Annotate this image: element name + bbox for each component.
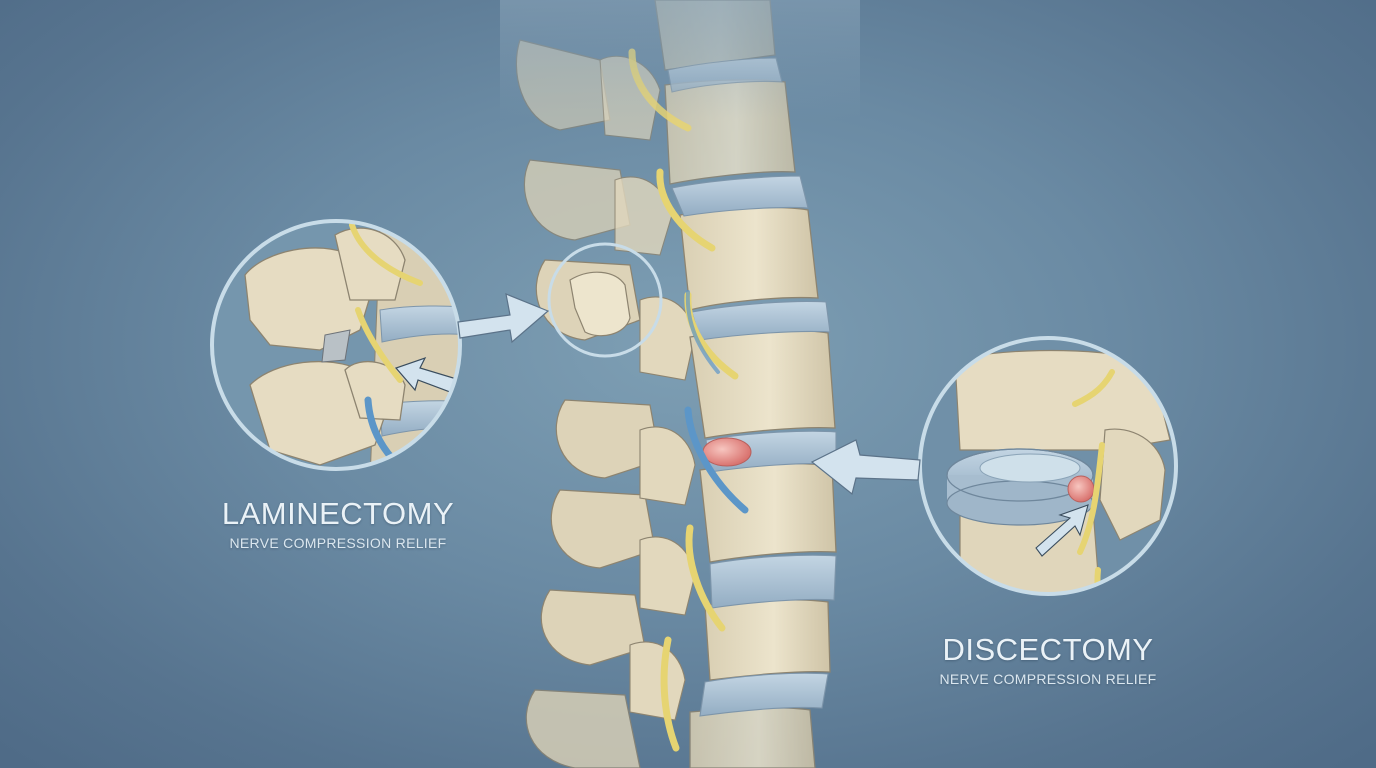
discectomy-subtitle: NERVE COMPRESSION RELIEF bbox=[939, 671, 1157, 687]
laminectomy-title: LAMINECTOMY bbox=[221, 496, 455, 531]
lamina-highlight bbox=[547, 242, 663, 358]
arrow-to-lamina bbox=[457, 293, 550, 344]
discectomy-caption: DISCECTOMY NERVE COMPRESSION RELIEF bbox=[918, 632, 1178, 688]
blood-vessel bbox=[684, 406, 749, 514]
laminectomy-caption: LAMINECTOMY NERVE COMPRESSION RELIEF bbox=[208, 496, 468, 552]
discectomy-title: DISCECTOMY bbox=[942, 632, 1154, 667]
laminectomy-inset bbox=[210, 219, 462, 471]
herniation bbox=[702, 437, 752, 467]
arrow-to-disc bbox=[810, 439, 921, 496]
laminectomy-subtitle: NERVE COMPRESSION RELIEF bbox=[229, 535, 447, 551]
discectomy-inset bbox=[918, 336, 1178, 596]
spine-column bbox=[500, 0, 860, 768]
